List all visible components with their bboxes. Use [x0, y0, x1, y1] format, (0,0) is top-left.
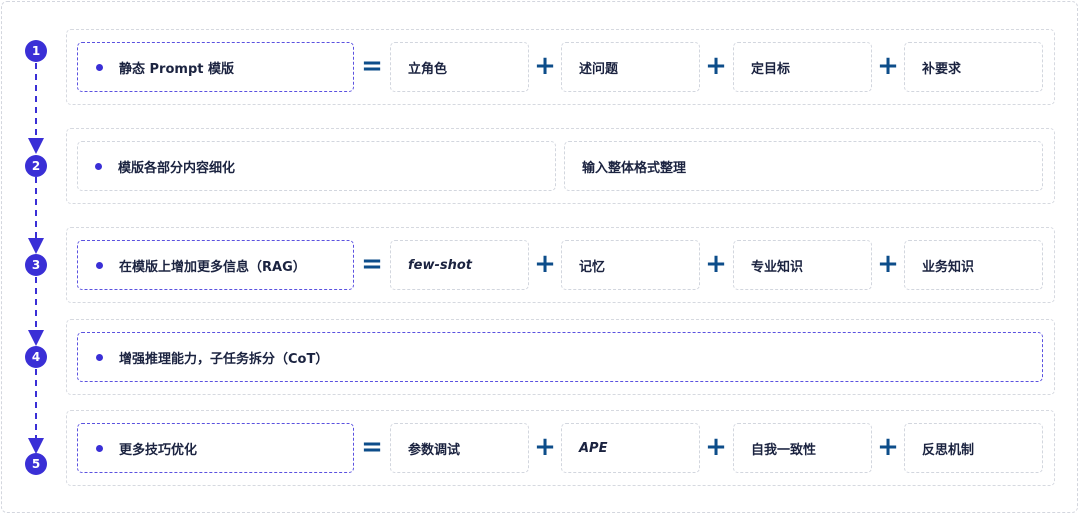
step-3-main-label: 在模版上增加更多信息（RAG） [119, 259, 306, 275]
step-1-main-label: 静态 Prompt 模版 [119, 61, 234, 77]
step-3-item-2-label: 记忆 [579, 259, 606, 275]
plus-icon: + [534, 432, 556, 462]
step-5-item-4: 反思机制 [904, 423, 1043, 473]
equals-icon: = [361, 51, 383, 81]
step-1-marker: 1 [25, 40, 47, 62]
plus-icon: + [877, 249, 899, 279]
timeline-connector [28, 63, 44, 454]
step-3-main-box: 在模版上增加更多信息（RAG） [77, 240, 354, 290]
step-3-item-4: 业务知识 [904, 240, 1043, 290]
equals-icon: = [361, 432, 383, 462]
step-1-main-box: 静态 Prompt 模版 [77, 42, 354, 92]
plus-icon: + [534, 51, 556, 81]
step-4-marker: 4 [25, 346, 47, 368]
plus-icon: + [877, 432, 899, 462]
step-5-main-label: 更多技巧优化 [119, 442, 198, 458]
step-3-item-4-label: 业务知识 [922, 259, 975, 275]
step-2-secondary-label: 输入整体格式整理 [582, 160, 687, 176]
step-3-item-3-label: 专业知识 [751, 259, 804, 275]
step-1-item-4-label: 补要求 [922, 61, 962, 77]
plus-icon: + [877, 51, 899, 81]
plus-icon: + [534, 249, 556, 279]
bullet-icon [96, 63, 103, 71]
plus-icon: + [705, 249, 727, 279]
step-1-item-3: 定目标 [733, 42, 872, 92]
step-5-item-2-label: APE [579, 440, 608, 456]
step-1-item-1-label: 立角色 [408, 61, 448, 77]
step-5-marker: 5 [25, 453, 47, 475]
step-1-item-2: 述问题 [561, 42, 700, 92]
bullet-icon [96, 444, 103, 452]
step-5-item-3-label: 自我一致性 [751, 442, 817, 458]
bullet-icon [96, 353, 103, 361]
step-2-secondary-box: 输入整体格式整理 [564, 141, 1043, 191]
step-2-marker: 2 [25, 155, 47, 177]
step-5-main-box: 更多技巧优化 [77, 423, 354, 473]
step-3-item-1-label: few-shot [408, 257, 473, 273]
equals-icon: = [361, 249, 383, 279]
step-3-marker: 3 [25, 254, 47, 276]
step-5-item-3: 自我一致性 [733, 423, 872, 473]
step-1-item-1: 立角色 [390, 42, 529, 92]
bullet-icon [96, 261, 103, 269]
plus-icon: + [705, 51, 727, 81]
step-3-item-1: few-shot [390, 240, 529, 290]
step-5-item-2: APE [561, 423, 700, 473]
step-3-item-3: 专业知识 [733, 240, 872, 290]
step-4-main-box: 增强推理能力，子任务拆分（CoT） [77, 332, 1043, 382]
step-1-item-4: 补要求 [904, 42, 1043, 92]
step-2-main-box: 模版各部分内容细化 [77, 141, 556, 191]
bullet-icon [95, 162, 102, 170]
plus-icon: + [705, 432, 727, 462]
step-5-item-4-label: 反思机制 [922, 442, 975, 458]
step-5-item-1: 参数调试 [390, 423, 529, 473]
step-1-item-2-label: 述问题 [579, 61, 619, 77]
step-1-item-3-label: 定目标 [751, 61, 791, 77]
step-3-item-2: 记忆 [561, 240, 700, 290]
step-2-main-label: 模版各部分内容细化 [118, 160, 236, 176]
step-4-main-label: 增强推理能力，子任务拆分（CoT） [119, 351, 329, 367]
step-5-item-1-label: 参数调试 [408, 442, 461, 458]
